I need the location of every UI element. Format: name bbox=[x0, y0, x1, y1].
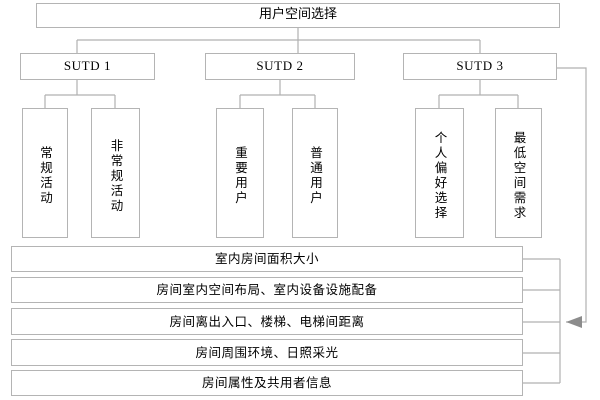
attribute-row-surroundings-daylight-label: 房间周围环境、日照采光 bbox=[195, 344, 339, 360]
root-node-user-space-selection[interactable]: 用户空间选择 bbox=[36, 3, 560, 28]
root-node-label: 用户空间选择 bbox=[258, 7, 337, 23]
attribute-row-interior-layout[interactable]: 房间室内空间布局、室内设备设施配备 bbox=[11, 277, 523, 303]
leaf-node-ordinary-user-label: 普通用户 bbox=[308, 146, 323, 206]
leaf-node-personal-preference[interactable]: 个人偏好选择 bbox=[415, 108, 464, 238]
leaf-node-minimum-space-need[interactable]: 最低空间需求 bbox=[495, 108, 542, 238]
attribute-row-room-area[interactable]: 室内房间面积大小 bbox=[11, 246, 523, 272]
category-node-sutd-1[interactable]: SUTD 1 bbox=[20, 53, 155, 80]
leaf-node-regular-activity[interactable]: 常规活动 bbox=[22, 108, 68, 238]
attribute-row-room-attributes-sharers[interactable]: 房间属性及共用者信息 bbox=[11, 370, 523, 396]
connector-feedback-loop bbox=[557, 67, 587, 323]
category-node-sutd-3[interactable]: SUTD 3 bbox=[403, 53, 557, 80]
attribute-row-distance-to-exits[interactable]: 房间离出入口、楼梯、电梯间距离 bbox=[11, 308, 523, 335]
category-node-sutd-2[interactable]: SUTD 2 bbox=[205, 53, 355, 80]
category-node-sutd-2-label: SUTD 2 bbox=[256, 58, 304, 74]
feedback-arrowhead bbox=[566, 316, 582, 328]
attribute-row-distance-to-exits-label: 房间离出入口、楼梯、电梯间距离 bbox=[169, 313, 365, 329]
leaf-node-ordinary-user[interactable]: 普通用户 bbox=[292, 108, 338, 238]
leaf-node-minimum-space-need-label: 最低空间需求 bbox=[511, 131, 527, 221]
attribute-row-room-area-label: 室内房间面积大小 bbox=[214, 251, 319, 266]
leaf-node-important-user-label: 重要用户 bbox=[233, 146, 248, 206]
leaf-node-personal-preference-label: 个人偏好选择 bbox=[432, 131, 448, 221]
attribute-row-surroundings-daylight[interactable]: 房间周围环境、日照采光 bbox=[11, 339, 523, 366]
leaf-node-irregular-activity[interactable]: 非常规活动 bbox=[91, 108, 140, 238]
category-node-sutd-3-label: SUTD 3 bbox=[456, 58, 504, 74]
attribute-row-interior-layout-label: 房间室内空间布局、室内设备设施配备 bbox=[156, 282, 378, 297]
leaf-node-irregular-activity-label: 非常规活动 bbox=[108, 138, 124, 214]
leaf-node-regular-activity-label: 常规活动 bbox=[38, 146, 53, 206]
category-node-sutd-1-label: SUTD 1 bbox=[63, 58, 112, 74]
leaf-node-important-user[interactable]: 重要用户 bbox=[216, 108, 264, 238]
attribute-row-room-attributes-sharers-label: 房间属性及共用者信息 bbox=[201, 375, 332, 390]
